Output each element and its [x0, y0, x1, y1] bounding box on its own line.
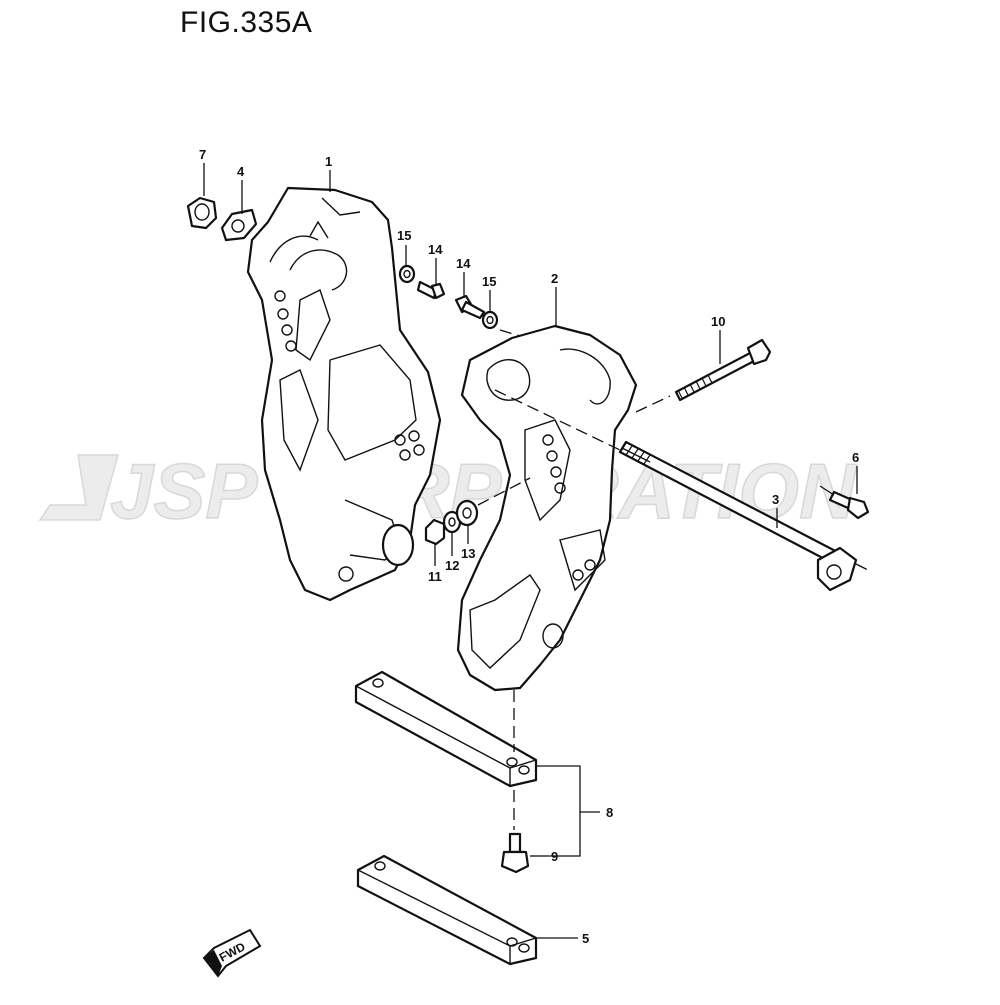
callout-6: 6 [852, 450, 859, 465]
callout-10: 10 [711, 314, 725, 329]
screw-14-lower [454, 294, 486, 320]
callout-8: 8 [606, 805, 613, 820]
callout-5: 5 [582, 931, 589, 946]
nut-7 [186, 196, 218, 230]
callout-14-upper: 14 [428, 242, 443, 257]
fwd-direction-icon: FWD [202, 928, 262, 978]
washer-15-lower [481, 310, 499, 330]
callout-1: 1 [325, 154, 332, 169]
pad-8 [354, 670, 538, 830]
callout-2: 2 [551, 271, 558, 286]
screw-14-upper [416, 280, 446, 300]
callout-13: 13 [461, 546, 475, 561]
callout-9: 9 [551, 849, 558, 864]
callout-11: 11 [428, 569, 442, 584]
bolt-10 [635, 338, 772, 413]
pad-5 [356, 854, 538, 966]
clamp-bracket-right [456, 324, 638, 692]
clamp-shaft [494, 389, 873, 592]
callout-7: 7 [199, 147, 206, 162]
bolt-6 [819, 485, 870, 520]
clamp-bracket-left [246, 186, 442, 602]
watermark-logo: JSP CORPORATION [38, 446, 858, 536]
callout-12: 12 [445, 558, 459, 573]
leader-lines [203, 163, 858, 939]
callout-15-lower: 15 [482, 274, 496, 289]
washer-15-upper [398, 264, 416, 284]
plate-4 [220, 208, 258, 242]
watermark-text: JSP CORPORATION [110, 447, 857, 535]
callout-4: 4 [237, 164, 245, 179]
callout-3: 3 [772, 492, 779, 507]
callout-14-lower: 14 [456, 256, 471, 271]
callout-15-upper: 15 [397, 228, 411, 243]
callout-labels: 7 4 1 15 14 14 15 2 10 6 3 11 12 13 8 9 … [199, 147, 859, 946]
nut-11 [424, 518, 446, 546]
bolt-9 [500, 832, 530, 874]
washer-13 [455, 499, 479, 527]
figure-title: FIG.335A [180, 6, 313, 39]
